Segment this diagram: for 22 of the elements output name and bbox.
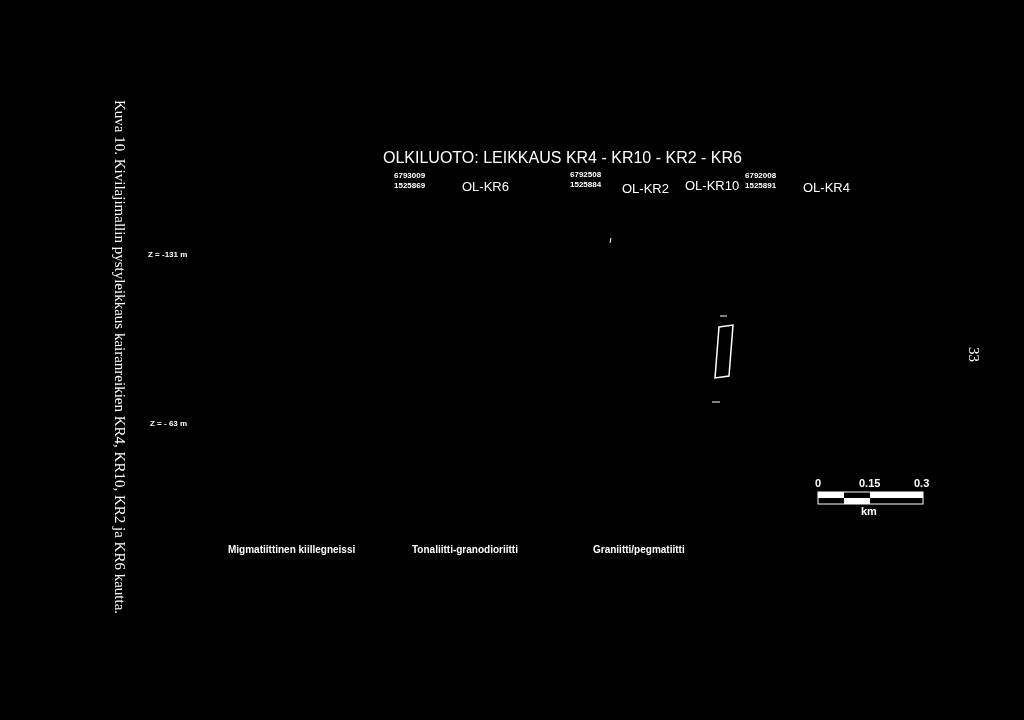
- elevation-label: Z = - 63 m: [150, 420, 188, 428]
- borehole-label: OL-KR6: [462, 180, 509, 193]
- page-number: 33: [966, 347, 981, 362]
- coordinate-label: 6792008: [745, 172, 777, 180]
- coordinate-label: 6792508: [570, 171, 602, 179]
- scale-unit: km: [861, 506, 877, 517]
- borehole-label: OL-KR2: [622, 182, 669, 195]
- figure-caption: Kuva 10. Kivilajimallin pystyleikkaus kairanreikien KR4, KR10, KR2 ja KR6 kautta.: [112, 100, 127, 615]
- scale-value: 0.15: [859, 478, 881, 489]
- rock-type-label: Migmatiittinen kiillegneissi: [228, 545, 356, 555]
- borehole-label: OL-KR4: [803, 181, 850, 194]
- scale-value: 0: [815, 478, 822, 489]
- coordinate-label: 1525869: [394, 182, 426, 190]
- rock-type-label: Graniitti/pegmatiitti: [593, 545, 685, 555]
- coordinate-label: 1525891: [745, 182, 777, 190]
- diagram-title: OLKILUOTO: LEIKKAUS KR4 - KR10 - KR2 - KR6: [383, 150, 742, 166]
- scale-value: 0.3: [914, 478, 930, 489]
- coordinate-label: 6793009: [394, 172, 426, 180]
- coordinate-label: 1525884: [570, 181, 602, 189]
- rock-type-label: Tonaliitti-granodioriitti: [412, 545, 518, 555]
- elevation-label: Z = -131 m: [148, 251, 188, 259]
- borehole-label: OL-KR10: [685, 179, 740, 192]
